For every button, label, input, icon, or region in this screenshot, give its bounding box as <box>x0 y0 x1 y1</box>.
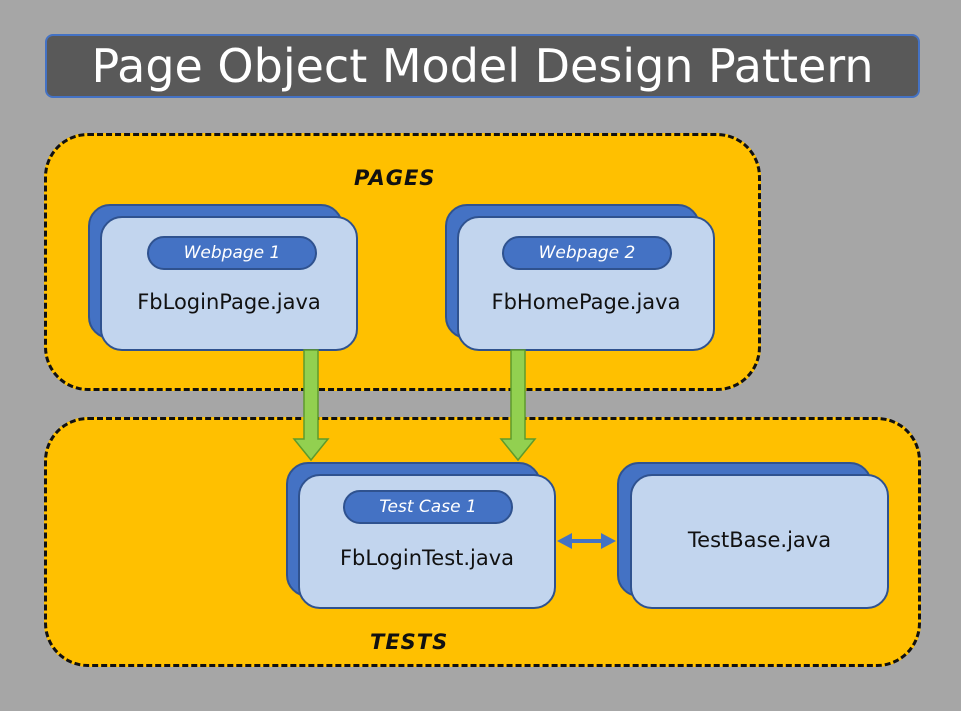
card-body: Test Case 1 FbLoginTest.java <box>298 474 556 609</box>
card-fb-login-page: Webpage 1 FbLoginPage.java <box>88 204 358 351</box>
file-label: FbHomePage.java <box>491 290 681 314</box>
file-label: FbLoginPage.java <box>137 290 321 314</box>
card-fb-login-test: Test Case 1 FbLoginTest.java <box>286 462 556 609</box>
test-tag-pill: Test Case 1 <box>343 490 513 524</box>
tests-group-label: TESTS <box>370 630 449 654</box>
card-body: Webpage 2 FbHomePage.java <box>457 216 715 351</box>
diagram-title: Page Object Model Design Pattern <box>91 39 874 93</box>
page-tag-pill: Webpage 2 <box>502 236 672 270</box>
pages-group-label: PAGES <box>354 166 436 190</box>
card-body: Webpage 1 FbLoginPage.java <box>100 216 358 351</box>
title-banner: Page Object Model Design Pattern <box>45 34 920 98</box>
card-body: TestBase.java <box>630 474 889 609</box>
file-label: TestBase.java <box>687 528 832 552</box>
card-fb-home-page: Webpage 2 FbHomePage.java <box>445 204 715 351</box>
card-test-base: TestBase.java <box>617 462 889 609</box>
file-label: FbLoginTest.java <box>339 546 515 570</box>
page-tag-pill: Webpage 1 <box>147 236 317 270</box>
